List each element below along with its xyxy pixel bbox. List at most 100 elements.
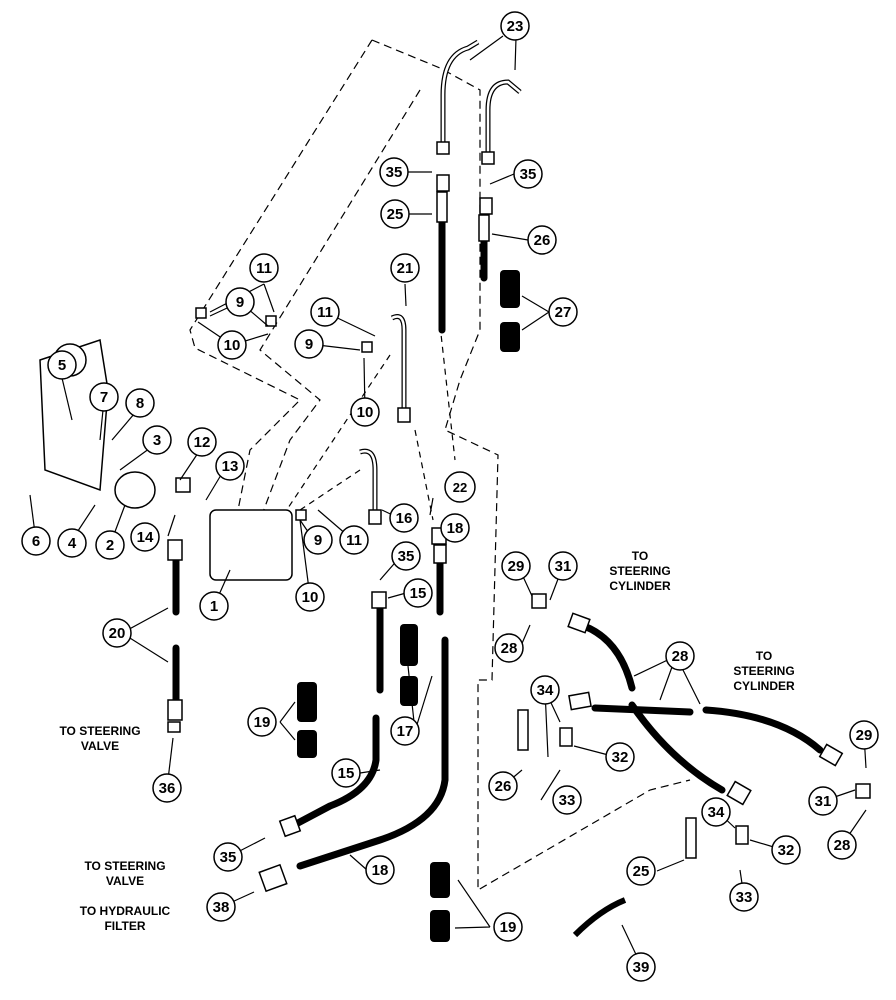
callout-36-center: 35: [391, 541, 421, 571]
svg-text:28: 28: [672, 648, 689, 665]
callout-10-left: 10: [217, 330, 247, 360]
svg-text:19: 19: [500, 919, 517, 936]
svg-text:10: 10: [224, 337, 241, 354]
callout-30-upper: 28: [494, 633, 524, 663]
svg-text:CYLINDER: CYLINDER: [609, 579, 671, 593]
dashed-frame-line: [439, 324, 456, 461]
callout-32-right: 32: [771, 835, 801, 865]
svg-text:13: 13: [222, 458, 239, 475]
callout-16: 16: [389, 503, 419, 533]
callout-30-lower: 28: [827, 830, 857, 860]
callout-11-left: 11: [249, 253, 279, 283]
steel-line-23b: [485, 79, 522, 155]
dashed-frame-line: [259, 89, 421, 521]
callout-2: 2: [95, 530, 125, 560]
svg-text:7: 7: [100, 389, 108, 406]
svg-text:15: 15: [410, 585, 427, 602]
callout-34-right: 34: [701, 797, 731, 827]
callout-15-top: 15: [403, 578, 433, 608]
callout-11-lower: 11: [339, 525, 369, 555]
svg-text:8: 8: [136, 395, 144, 412]
svg-text:25: 25: [633, 863, 650, 880]
svg-text:11: 11: [317, 304, 333, 321]
callout-31-upper: 31: [548, 551, 578, 581]
svg-text:11: 11: [256, 260, 272, 277]
note-to-steering-cylinder-top: TO STEERING CYLINDER: [609, 549, 671, 593]
hose-28a: [580, 622, 636, 692]
hose-15b: [292, 714, 380, 828]
svg-text:25: 25: [387, 206, 404, 223]
svg-text:36: 36: [159, 780, 176, 797]
svg-text:10: 10: [302, 589, 319, 606]
callout-25-lower: 25: [626, 856, 656, 886]
callout-10-lower: 10: [295, 582, 325, 612]
callout-34-left: 34: [530, 675, 560, 705]
svg-text:23: 23: [507, 18, 524, 35]
callout-22: 21: [390, 253, 420, 283]
svg-text:18: 18: [372, 862, 389, 879]
callout-11-center: 11: [310, 297, 340, 327]
callout-17: 17: [390, 716, 420, 746]
svg-text:33: 33: [736, 889, 753, 906]
callout-18-top: 18: [440, 513, 470, 543]
svg-text:31: 31: [815, 793, 832, 810]
callout-29-lower: 29: [849, 720, 879, 750]
callout-25-top: 25: [380, 199, 410, 229]
svg-text:STEERING: STEERING: [733, 664, 794, 678]
callout-29-upper: 29: [501, 551, 531, 581]
svg-text:4: 4: [68, 535, 77, 552]
svg-text:31: 31: [555, 558, 572, 575]
svg-text:12: 12: [194, 434, 211, 451]
pulley-2: [114, 471, 156, 509]
callout-20: 20: [102, 618, 132, 648]
svg-text:33: 33: [559, 792, 576, 809]
svg-text:28: 28: [501, 640, 518, 657]
svg-text:TO STEERING: TO STEERING: [59, 724, 140, 738]
steering-pump: [209, 509, 293, 581]
svg-text:34: 34: [537, 682, 554, 699]
hose-28b: [591, 704, 694, 716]
note-to-steering-valve-left: TO STEERING VALVE: [59, 724, 140, 753]
svg-text:11: 11: [346, 532, 362, 549]
svg-text:10: 10: [357, 404, 374, 421]
dashed-frame-line: [279, 354, 391, 521]
svg-text:28: 28: [834, 837, 851, 854]
svg-text:TO: TO: [756, 649, 772, 663]
svg-text:35: 35: [398, 548, 415, 565]
note-to-steering-cylinder-right: TO STEERING CYLINDER: [733, 649, 795, 693]
callout-8: 8: [125, 388, 155, 418]
spring-guards: [297, 270, 520, 942]
svg-text:29: 29: [856, 727, 873, 744]
callout-23: 23: [500, 11, 530, 41]
svg-text:14: 14: [137, 529, 154, 546]
hose-28c: [628, 701, 726, 794]
callout-13: 13: [215, 451, 245, 481]
svg-text:26: 26: [534, 232, 551, 249]
callout-14: 14: [130, 522, 160, 552]
svg-text:29: 29: [508, 558, 525, 575]
svg-text:18: 18: [447, 520, 464, 537]
svg-text:3: 3: [153, 432, 161, 449]
callout-9-lower: 9: [303, 525, 333, 555]
svg-text:32: 32: [612, 749, 629, 766]
steel-line-16: [359, 448, 378, 512]
svg-text:FILTER: FILTER: [104, 919, 145, 933]
dashed-frame-line: [414, 429, 434, 521]
callout-22a: 22: [444, 471, 476, 503]
svg-text:17: 17: [397, 723, 414, 740]
svg-text:35: 35: [220, 849, 237, 866]
dashed-frame-line: [189, 39, 373, 526]
hose-18b: [296, 636, 449, 870]
note-to-steering-valve-bottom: TO STEERING VALVE: [84, 859, 165, 888]
callout-19: 19: [493, 912, 523, 942]
callout-26-top: 26: [527, 225, 557, 255]
callout-4: 4: [57, 528, 87, 558]
svg-text:22: 22: [453, 480, 467, 495]
svg-text:9: 9: [236, 294, 244, 311]
svg-text:27: 27: [555, 304, 572, 321]
callout-39: 39: [626, 952, 656, 982]
svg-text:TO STEERING: TO STEERING: [84, 859, 165, 873]
dashed-frame-line: [299, 469, 361, 511]
callout-26-lower: 26: [488, 771, 518, 801]
